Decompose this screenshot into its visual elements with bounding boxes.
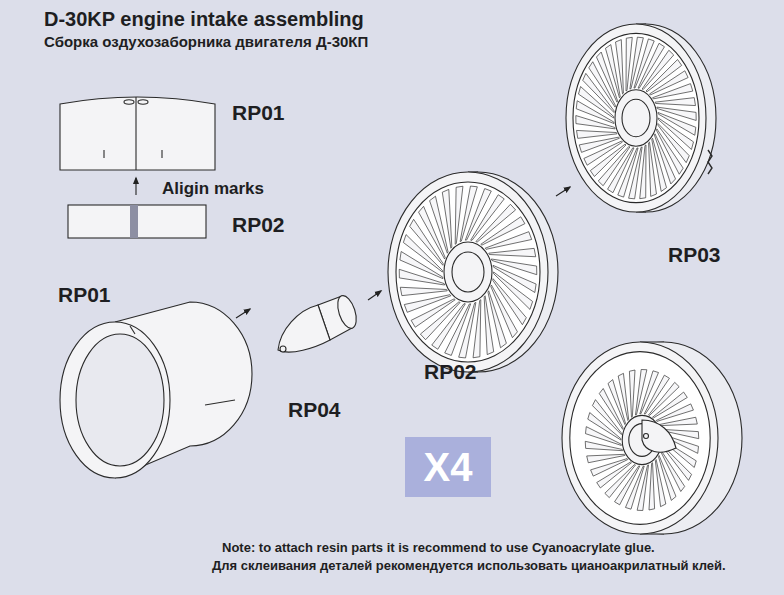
callout-text: Aligin marks bbox=[162, 180, 264, 199]
arrow bbox=[236, 309, 250, 318]
ring-elevation bbox=[60, 97, 215, 170]
fan-rp03 bbox=[566, 24, 716, 212]
align-band bbox=[130, 205, 138, 238]
align-mark bbox=[103, 150, 104, 158]
fan-rp02 bbox=[388, 172, 558, 372]
arrow bbox=[556, 187, 570, 196]
note-text: Для склеивания деталей рекомендуется исп… bbox=[212, 559, 726, 573]
quantity-text: X4 bbox=[424, 445, 473, 490]
part-number: RP02 bbox=[232, 213, 285, 236]
part-number: RP03 bbox=[668, 243, 721, 266]
note-text: Note: to attach resin parts it is recomm… bbox=[222, 541, 655, 555]
align-line bbox=[135, 97, 136, 170]
assembled-intake bbox=[562, 342, 742, 534]
subtitle: Сборка оздухозаборника двигателя Д-30КП bbox=[44, 34, 368, 51]
part-number: RP02 bbox=[424, 360, 477, 383]
part-number: RP01 bbox=[232, 101, 285, 124]
strip-elevation bbox=[68, 205, 206, 238]
arrow bbox=[135, 178, 136, 195]
title: D-30KP engine intake assembling bbox=[44, 8, 364, 30]
align-mark bbox=[161, 150, 162, 158]
count-box: X4 bbox=[405, 437, 491, 497]
align-tab bbox=[124, 100, 134, 104]
align-tab bbox=[138, 100, 148, 104]
arrow bbox=[368, 291, 381, 300]
part-number: RP01 bbox=[58, 283, 111, 306]
part-number: RP04 bbox=[288, 398, 341, 421]
spinner-cone bbox=[278, 293, 360, 352]
intake-ring bbox=[60, 302, 252, 478]
